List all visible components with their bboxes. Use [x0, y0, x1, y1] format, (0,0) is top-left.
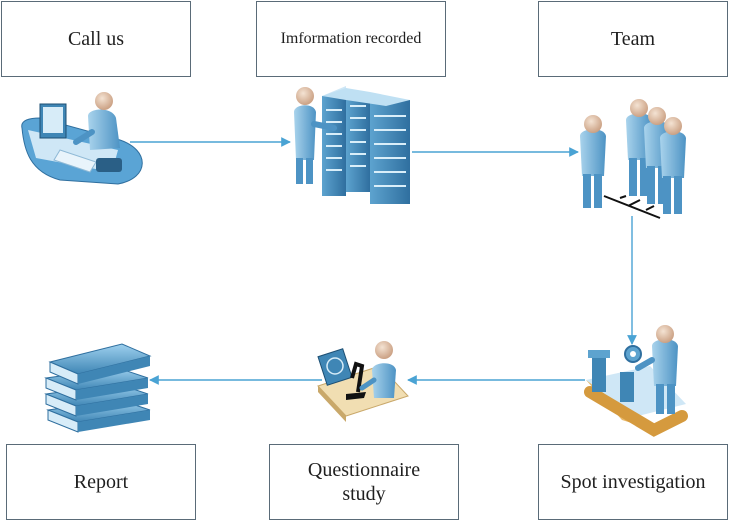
- questionnaire-label-line1: Questionnaire: [307, 459, 421, 481]
- spot-investigation-label: Spot investigation: [560, 471, 706, 493]
- spot-investigation-box: Spot investigation: [538, 444, 728, 520]
- call-center-operator-icon: [21, 92, 143, 185]
- questionnaire-label-line2: study: [342, 483, 386, 505]
- call-us-box: Call us: [1, 1, 191, 77]
- questionnaire-study-box: Questionnaire study: [269, 444, 459, 520]
- information-recorded-box: Imformation recorded: [256, 1, 446, 77]
- report-books-icon: [44, 343, 152, 433]
- information-recorded-label: Imformation recorded: [280, 30, 422, 47]
- team-people-icon: [580, 99, 686, 219]
- team-label: Team: [610, 28, 656, 50]
- team-box: Team: [538, 1, 728, 77]
- report-label: Report: [73, 471, 129, 493]
- report-box: Report: [6, 444, 196, 520]
- call-us-label: Call us: [67, 28, 125, 50]
- server-racks-icon: [294, 86, 410, 204]
- spot-investigation-workbench-icon: [584, 325, 688, 437]
- microscope-study-icon: [317, 341, 409, 422]
